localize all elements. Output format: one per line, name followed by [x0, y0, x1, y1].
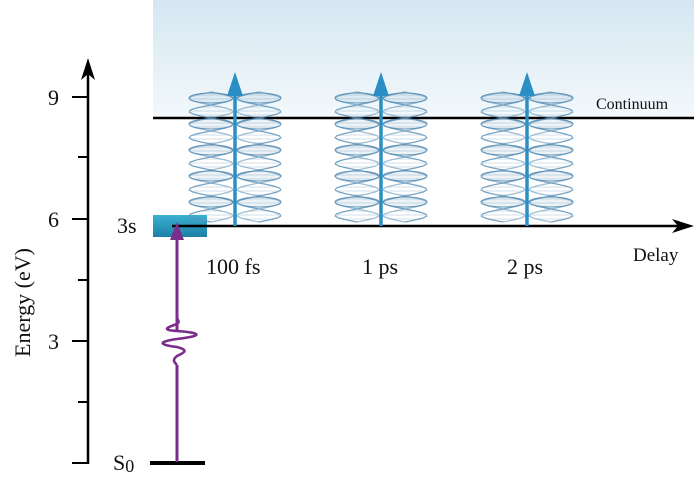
dna-helix-icon — [382, 91, 428, 223]
dna-helix-icon — [334, 91, 380, 223]
continuum-region — [153, 0, 694, 118]
ground-state-label: S0 — [113, 450, 134, 476]
delay-label-2ps: 2 ps — [507, 254, 543, 279]
delay-label-1ps: 1 ps — [362, 254, 398, 279]
dna-helix-icon — [480, 91, 526, 223]
probe-arrow — [373, 72, 389, 226]
tick-label-9: 9 — [48, 85, 59, 110]
delay-label: Delay — [633, 245, 679, 266]
energy-axis — [72, 58, 95, 464]
probe-molecule-0 — [188, 72, 282, 226]
3s-state-label: 3s — [117, 213, 137, 238]
pump-pulse-icon — [161, 317, 198, 366]
probe-arrow — [519, 72, 535, 226]
probe-arrow — [227, 72, 243, 226]
dna-helix-icon — [528, 91, 574, 223]
probe-molecule-1 — [334, 72, 428, 226]
pump-arrow — [161, 222, 198, 462]
tick-label-3: 3 — [48, 329, 59, 354]
delay-label-100fs: 100 fs — [206, 254, 260, 279]
axis-label: Energy (eV) — [10, 248, 35, 357]
delay-arrow-head — [672, 219, 694, 233]
probe-molecule-2 — [480, 72, 574, 226]
dna-helix-icon — [188, 91, 234, 223]
tick-label-6: 6 — [48, 207, 59, 232]
continuum-label: Continuum — [596, 96, 669, 113]
dna-helix-icon — [236, 91, 282, 223]
